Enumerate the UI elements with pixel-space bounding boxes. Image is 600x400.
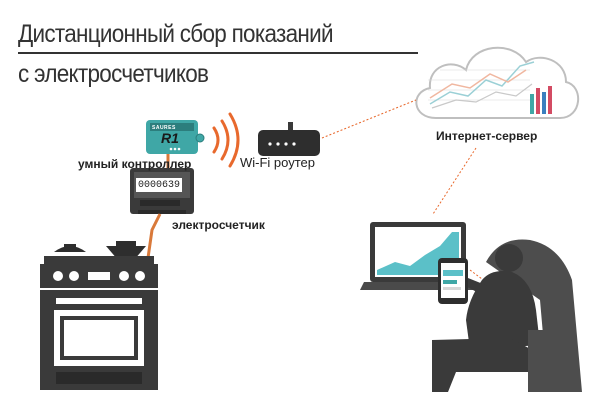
cloud-bar-1 [530, 94, 534, 114]
electricity-meter-icon [130, 168, 194, 214]
cloud-bar-4 [548, 86, 552, 114]
cloud-bar-2 [536, 88, 540, 114]
page-title-line2: с электросчетчиков [18, 60, 209, 88]
server-to-laptop-line [432, 147, 477, 215]
meter-display-reading: 0000639 [138, 180, 181, 191]
controller-model-label: R1 [161, 130, 179, 146]
stove-icon [40, 241, 158, 390]
smart-controller-label: умный контроллер [78, 157, 192, 171]
router-icon [258, 122, 320, 156]
cloud-chart-icon [428, 61, 552, 114]
controller-brand-label: SAURES [152, 125, 176, 131]
internet-server-label: Интернет-сервер [436, 129, 538, 143]
electricity-meter-label: электросчетчик [172, 218, 265, 232]
page-title-line1: Дистанционный сбор показаний [18, 20, 334, 48]
wifi-waves-icon [212, 112, 240, 168]
person-in-armchair-icon [432, 239, 582, 392]
stove-cable [146, 213, 162, 259]
smart-controller-icon [146, 120, 205, 154]
phone-icon [438, 258, 468, 304]
cloud-bar-3 [542, 92, 546, 114]
router-to-server-line [321, 99, 417, 139]
wifi-router-label: Wi-Fi роутер [240, 155, 316, 170]
cloud-icon [415, 46, 580, 119]
